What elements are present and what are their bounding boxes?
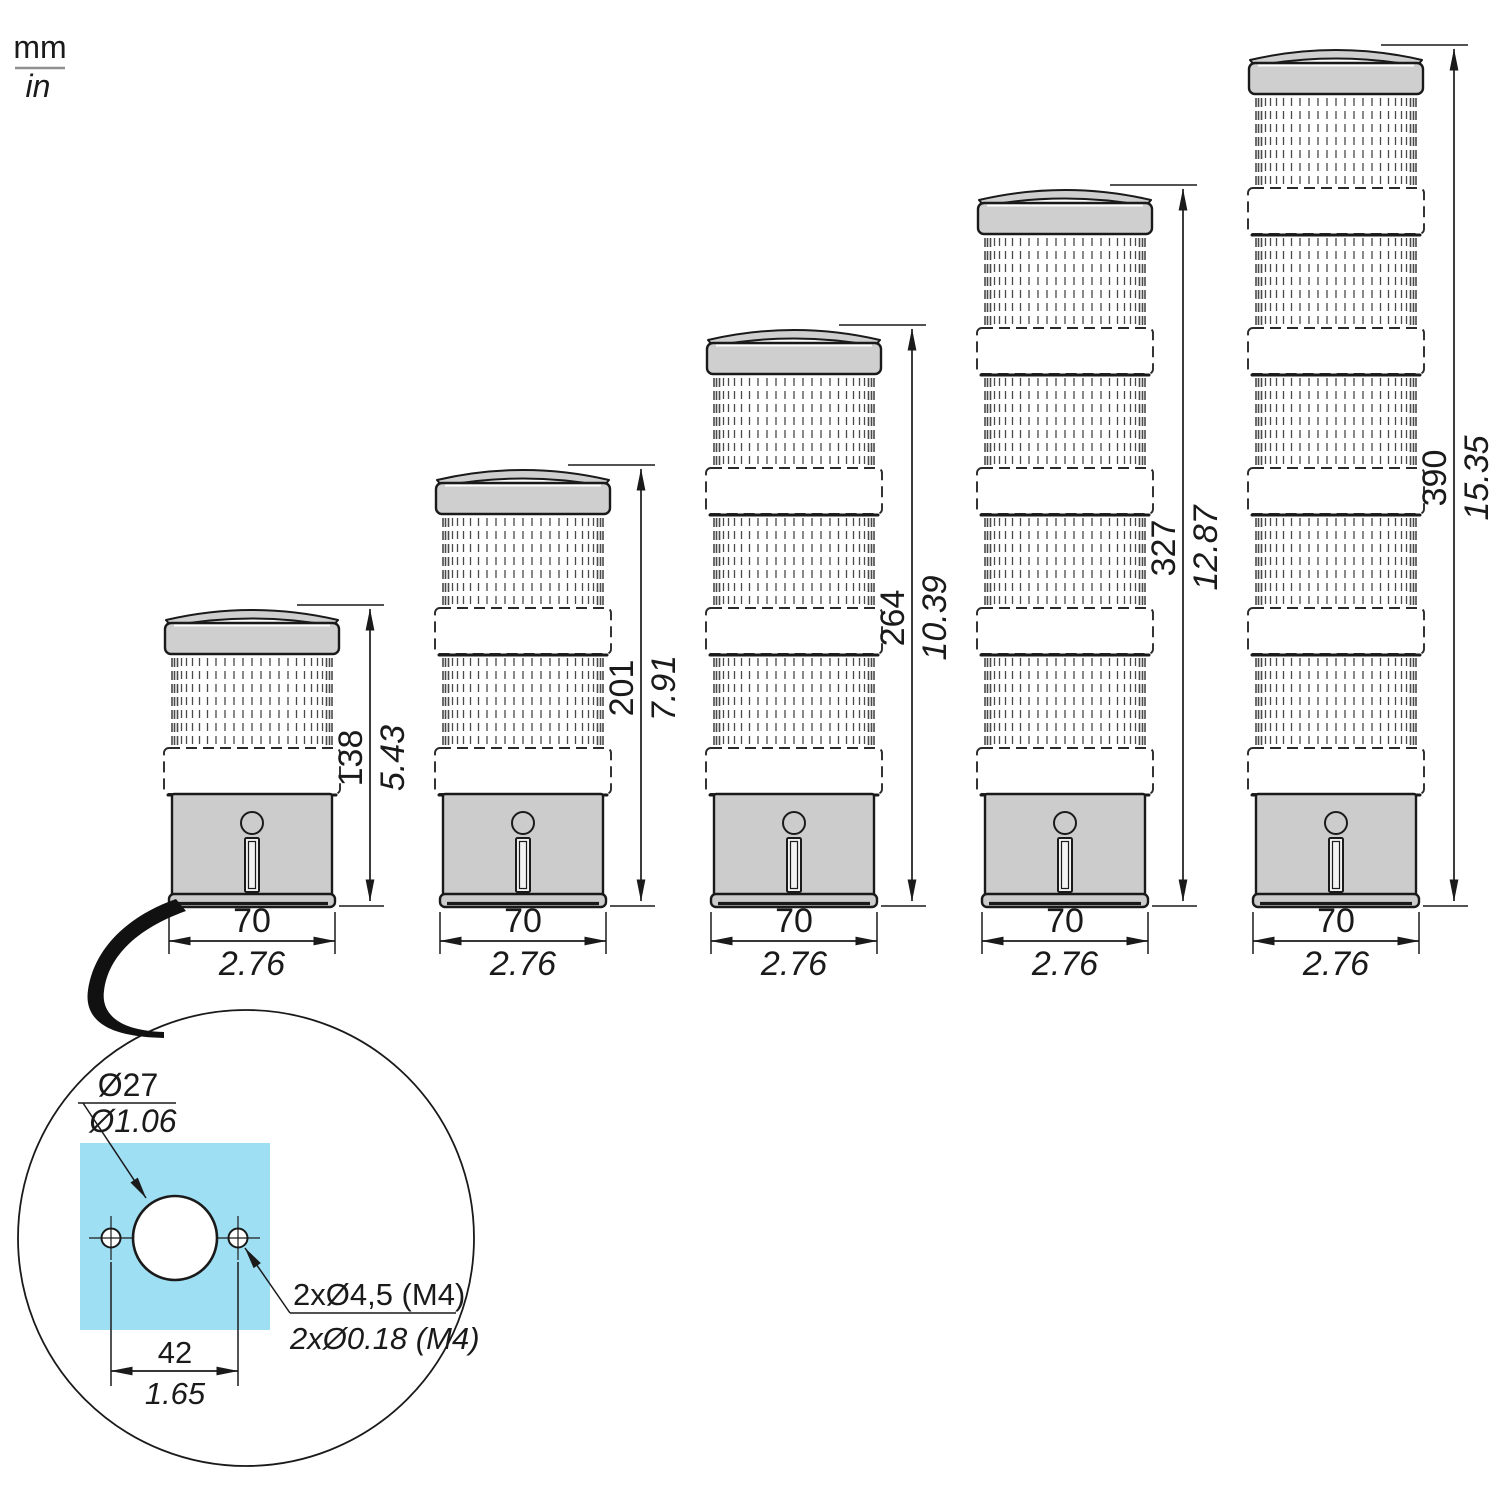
tower-band [975,466,1155,517]
tower-lens-segment [713,657,875,747]
width-label-mm: 70 [233,902,271,940]
tower-cap [163,608,341,656]
height-label-in: 12.87 [1187,504,1225,590]
height-label-in: 7.91 [645,655,683,721]
tower-3: 264 10.39 70 2.76 [704,324,954,983]
width-label-in: 2.76 [760,945,827,983]
tower-band [975,326,1155,377]
tower-4: 327 12.87 70 2.76 [975,184,1225,983]
width-label-in: 2.76 [1302,945,1369,983]
tower-lens-segment [1255,377,1417,467]
tower-band [1246,606,1426,657]
tower-band [433,606,613,657]
tower-2: 201 7.91 70 2.76 [433,464,683,983]
tower-collar-band [704,746,884,797]
tower-lens-segment [984,517,1146,607]
tower-lens-segment [713,517,875,607]
tower-lens-segment [1255,517,1417,607]
tower-lens-segment [442,517,604,607]
width-label-mm: 70 [1046,902,1084,940]
cable [87,899,186,1038]
height-label-in: 10.39 [916,575,954,660]
tower-lens-segment [713,377,875,467]
spacing-label-in: 1.65 [145,1376,206,1411]
tower-lens-segment [171,657,333,747]
tower-base [1251,792,1421,909]
units-in-label: in [26,68,51,104]
height-label-mm: 390 [1416,450,1454,507]
width-label-in: 2.76 [218,945,285,983]
tower-lens-segment [984,657,1146,747]
tower-cap [705,328,883,376]
tower-collar-band [975,746,1155,797]
tower-collar-band [1246,746,1426,797]
tower-band [704,466,884,517]
center-hole-label-in: Ø1.06 [88,1103,176,1139]
tower-cap [976,188,1154,236]
tower-band [975,606,1155,657]
width-label-in: 2.76 [1031,945,1098,983]
tower-band [704,606,884,657]
screw-hole-left [89,1216,133,1260]
screw-holes-label-in: 2xØ0.18 (M4) [289,1321,480,1356]
spacing-label-mm: 42 [158,1335,192,1370]
tower-5: 390 15.35 70 2.76 [1246,44,1496,983]
tower-lens-segment [1255,237,1417,327]
tower-band [1246,466,1426,517]
tower-base [438,792,608,909]
tower-1: 138 5.43 70 2.76 [162,604,412,983]
tower-base [980,792,1150,909]
screw-hole-right [216,1216,260,1260]
leader-line-screw-holes [244,1247,291,1314]
tower-lens-segment [442,657,604,747]
height-label-in: 15.35 [1458,435,1496,520]
tower-lens-segment [984,237,1146,327]
center-hole-label-mm: Ø27 [98,1067,158,1103]
tower-cap [1247,48,1425,96]
units-mm-label: mm [13,29,66,65]
tower-collar-band [162,746,342,797]
tower-lens-segment [984,377,1146,467]
tower-band [1246,186,1426,237]
tower-lens-segment [1255,657,1417,747]
width-label-in: 2.76 [489,945,556,983]
height-label-mm: 264 [874,590,912,647]
tower-base [167,792,337,909]
tower-band [1246,326,1426,377]
height-label-mm: 138 [332,730,370,787]
height-label-in: 5.43 [374,725,412,791]
units-legend: mm in [13,29,66,104]
width-label-mm: 70 [1317,902,1355,940]
center-hole [131,1194,219,1282]
tower-collar-band [433,746,613,797]
width-label-mm: 70 [775,902,813,940]
mounting-detail: Ø27 Ø1.06 2xØ4,5 (M4) 2xØ0.18 (M4) 42 1.… [17,899,480,1467]
tower-cap [434,468,612,516]
tower-lens-segment [1255,97,1417,187]
height-label-mm: 327 [1145,520,1183,577]
tower-base [709,792,879,909]
screw-holes-label-mm: 2xØ4,5 (M4) [293,1277,465,1312]
width-label-mm: 70 [504,902,542,940]
leader-line-center-hole [82,1102,147,1199]
height-label-mm: 201 [603,660,641,717]
